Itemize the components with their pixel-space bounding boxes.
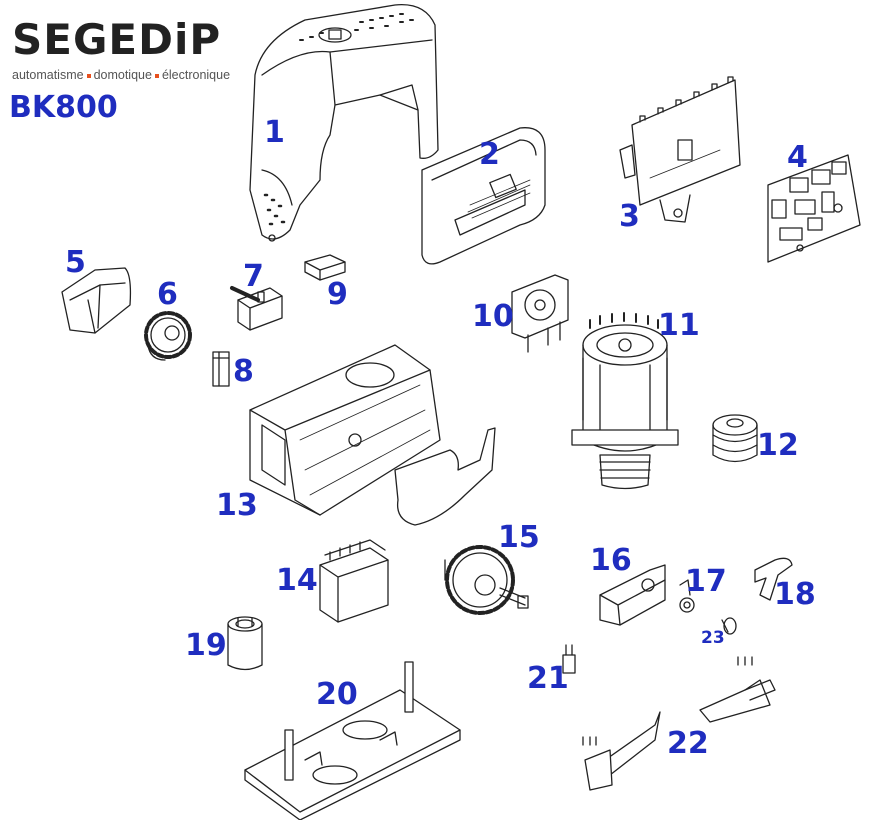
part-17-lock [680, 580, 694, 612]
part-15-output-gear [445, 547, 528, 613]
part-16-cover-plate [600, 565, 665, 625]
model-title: BK800 [9, 90, 118, 125]
part-12-pulley [713, 415, 757, 462]
part-23-key-barrel [722, 618, 736, 634]
part-21-fuse [563, 645, 575, 673]
part-10-fan-unit [512, 275, 568, 352]
tagline-part: domotique [93, 68, 152, 82]
part-19-sleeve [228, 617, 262, 670]
part-label-11: 11 [658, 308, 700, 343]
part-13-gasket [395, 428, 495, 525]
part-8-clip [213, 352, 229, 386]
part-22-limit-brackets [583, 657, 775, 790]
part-label-21: 21 [527, 661, 569, 696]
part-label-13: 13 [216, 488, 258, 523]
part-label-16: 16 [590, 543, 632, 578]
part-label-18: 18 [774, 577, 816, 612]
part-9-block [305, 255, 345, 280]
part-label-17: 17 [685, 564, 727, 599]
part-label-9: 9 [327, 277, 348, 312]
part-1-motor-cover [250, 5, 438, 241]
brand-logo: SEGEDiP automatisme domotique électronique [8, 10, 253, 90]
tagline-dot [86, 73, 91, 78]
part-5-end-cap [62, 268, 130, 333]
brand-tagline: automatisme domotique électronique [12, 68, 230, 82]
part-label-23: 23 [701, 628, 725, 648]
part-label-14: 14 [276, 563, 318, 598]
part-label-7: 7 [243, 259, 264, 294]
part-label-8: 8 [233, 354, 254, 389]
part-label-3: 3 [619, 199, 640, 234]
part-label-19: 19 [185, 628, 227, 663]
part-label-1: 1 [264, 115, 285, 150]
part-label-5: 5 [65, 245, 86, 280]
part-11-motor [572, 313, 678, 489]
part-4-circuit-board [768, 155, 860, 262]
part-label-22: 22 [667, 726, 709, 761]
part-label-4: 4 [787, 140, 808, 175]
part-3-control-bracket [620, 77, 740, 222]
tagline-part: automatisme [12, 68, 84, 82]
part-14-transformer [320, 540, 388, 622]
part-6-gear [146, 313, 190, 360]
part-13-gearbox-housing [250, 345, 440, 515]
part-label-6: 6 [157, 277, 178, 312]
part-18-release-lever [755, 558, 792, 600]
part-20-base-plate [245, 662, 460, 820]
part-7-connector [232, 288, 282, 330]
part-label-2: 2 [479, 137, 500, 172]
tagline-part: électronique [161, 68, 231, 82]
part-label-20: 20 [316, 677, 358, 712]
part-label-15: 15 [498, 520, 540, 555]
part-label-10: 10 [472, 299, 514, 334]
brand-name: SEGEDiP [12, 15, 222, 64]
part-2-front-cover [422, 128, 545, 264]
tagline-dot [154, 73, 159, 78]
part-label-12: 12 [757, 428, 799, 463]
